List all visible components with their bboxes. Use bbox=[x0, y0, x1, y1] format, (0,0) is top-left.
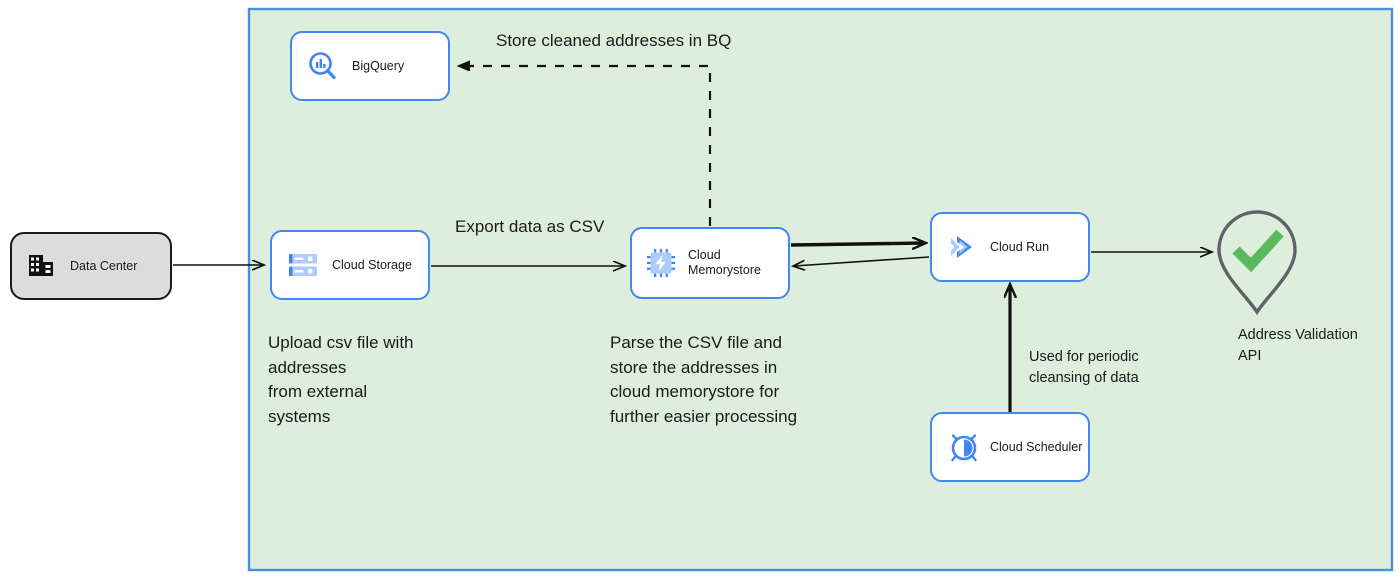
node-cloud-storage[interactable]: Cloud Storage bbox=[270, 230, 430, 300]
node-label: Cloud Run bbox=[990, 239, 1050, 254]
node-cloud-scheduler[interactable]: Cloud Scheduler bbox=[930, 412, 1090, 482]
note-upload-csv: Upload csv file with addresses from exte… bbox=[268, 333, 414, 426]
cloud-memorystore-chip-icon bbox=[646, 248, 676, 278]
edge-cloudrun-to-memorystore bbox=[794, 256, 930, 266]
node-cloud-memorystore[interactable]: Cloud Memorystore bbox=[630, 227, 790, 299]
cloud-scheduler-alarm-clock-icon bbox=[948, 431, 980, 463]
cloud-run-chevron-icon bbox=[946, 232, 980, 262]
cloud-storage-bucket-icon bbox=[288, 250, 318, 280]
edge-memorystore-to-cloudrun bbox=[790, 243, 924, 245]
label-address-validation-api: Address Validation API bbox=[1238, 327, 1358, 364]
bigquery-magnifier-chart-icon bbox=[306, 50, 338, 82]
edge-label-store-in-bq: Store cleaned addresses in BQ bbox=[496, 31, 732, 50]
map-pin-check-icon bbox=[1217, 210, 1297, 316]
node-bigquery[interactable]: BigQuery bbox=[290, 31, 450, 101]
edge-memorystore-to-bigquery bbox=[459, 66, 712, 226]
node-label: BigQuery bbox=[352, 58, 405, 73]
node-data-center[interactable]: Data Center bbox=[10, 232, 172, 300]
node-label: Cloud Storage bbox=[332, 257, 412, 272]
data-center-building-icon bbox=[28, 253, 54, 279]
gcp-boundary-rect bbox=[247, 7, 1394, 572]
note-scheduler-purpose: Used for periodic cleansing of data bbox=[1029, 349, 1139, 386]
note-parse-csv: Parse the CSV file and store the address… bbox=[610, 333, 798, 426]
node-label: Data Center bbox=[70, 258, 138, 273]
node-label: Cloud Memorystore bbox=[688, 248, 761, 277]
node-label: Cloud Scheduler bbox=[990, 439, 1083, 454]
edge-label-export-csv: Export data as CSV bbox=[455, 217, 605, 236]
node-cloud-run[interactable]: Cloud Run bbox=[930, 212, 1090, 282]
